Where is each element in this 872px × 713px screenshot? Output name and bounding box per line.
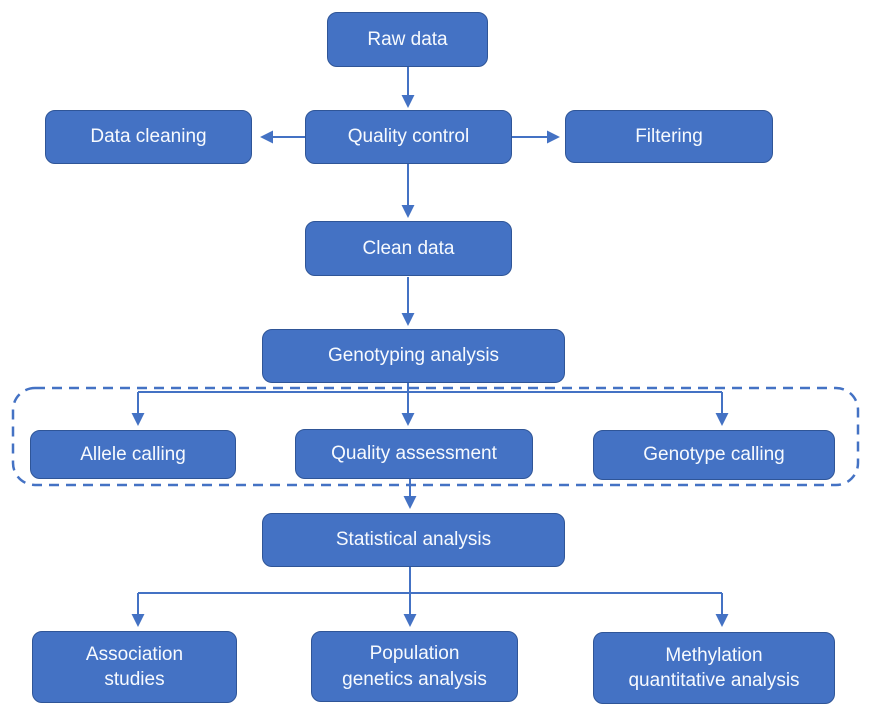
edge-genotyping-branch-connector	[138, 383, 722, 393]
node-quality-control: Quality control	[305, 110, 512, 164]
node-data-cleaning: Data cleaning	[45, 110, 252, 164]
node-population-genetics-analysis: Population genetics analysis	[311, 631, 518, 702]
node-filtering: Filtering	[565, 110, 773, 163]
genotyping-substeps-group-border	[11, 386, 860, 487]
node-association-studies: Association studies	[32, 631, 237, 703]
edge-statistical-branch-connector	[138, 567, 722, 594]
node-clean-data: Clean data	[305, 221, 512, 276]
node-genotyping-analysis: Genotyping analysis	[262, 329, 565, 383]
node-methylation-quantitative-analysis: Methylation quantitative analysis	[593, 632, 835, 704]
node-genotype-calling: Genotype calling	[593, 430, 835, 480]
node-quality-assessment: Quality assessment	[295, 429, 533, 479]
node-statistical-analysis: Statistical analysis	[262, 513, 565, 567]
node-raw-data: Raw data	[327, 12, 488, 67]
node-allele-calling: Allele calling	[30, 430, 236, 479]
